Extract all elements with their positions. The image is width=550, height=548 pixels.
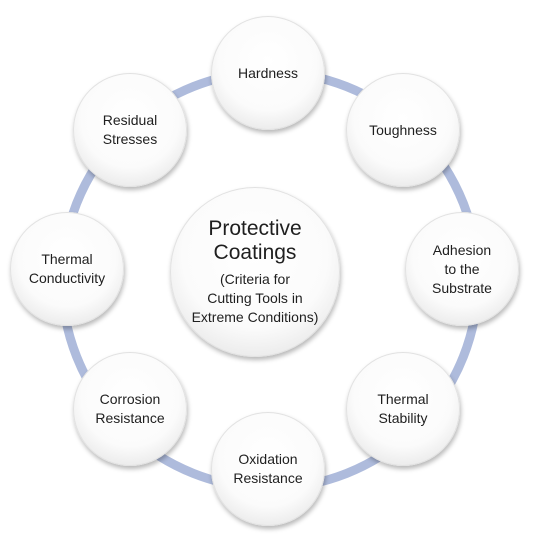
node-label: Residual Stresses xyxy=(102,112,158,147)
node-thermal-stability: Thermal Stability xyxy=(346,352,460,466)
node-adhesion: Adhesion to the Substrate xyxy=(405,212,519,326)
node-label: Adhesion to the Substrate xyxy=(432,241,492,296)
node-residual-stresses: Residual Stresses xyxy=(73,73,187,187)
node-label: Thermal Conductivity xyxy=(28,251,106,286)
node-label: Hardness xyxy=(238,64,298,81)
node-corrosion-resistance: Corrosion Resistance xyxy=(73,352,187,466)
node-thermal-conductivity: Thermal Conductivity xyxy=(10,212,124,326)
center-subtitle: (Criteria for Cutting Tools in Extreme C… xyxy=(191,271,319,325)
node-label: Corrosion Resistance xyxy=(95,391,165,426)
node-oxidation-resistance: Oxidation Resistance xyxy=(211,412,325,526)
node-label: Thermal Stability xyxy=(377,391,429,426)
node-toughness: Toughness xyxy=(346,73,460,187)
node-label: Toughness xyxy=(369,121,437,138)
center-title: Protective Coatings xyxy=(208,217,302,264)
center-circle: Protective Coatings (Criteria for Cuttin… xyxy=(170,187,340,357)
node-hardness: Hardness xyxy=(211,16,325,130)
node-label: Oxidation Resistance xyxy=(233,451,303,486)
